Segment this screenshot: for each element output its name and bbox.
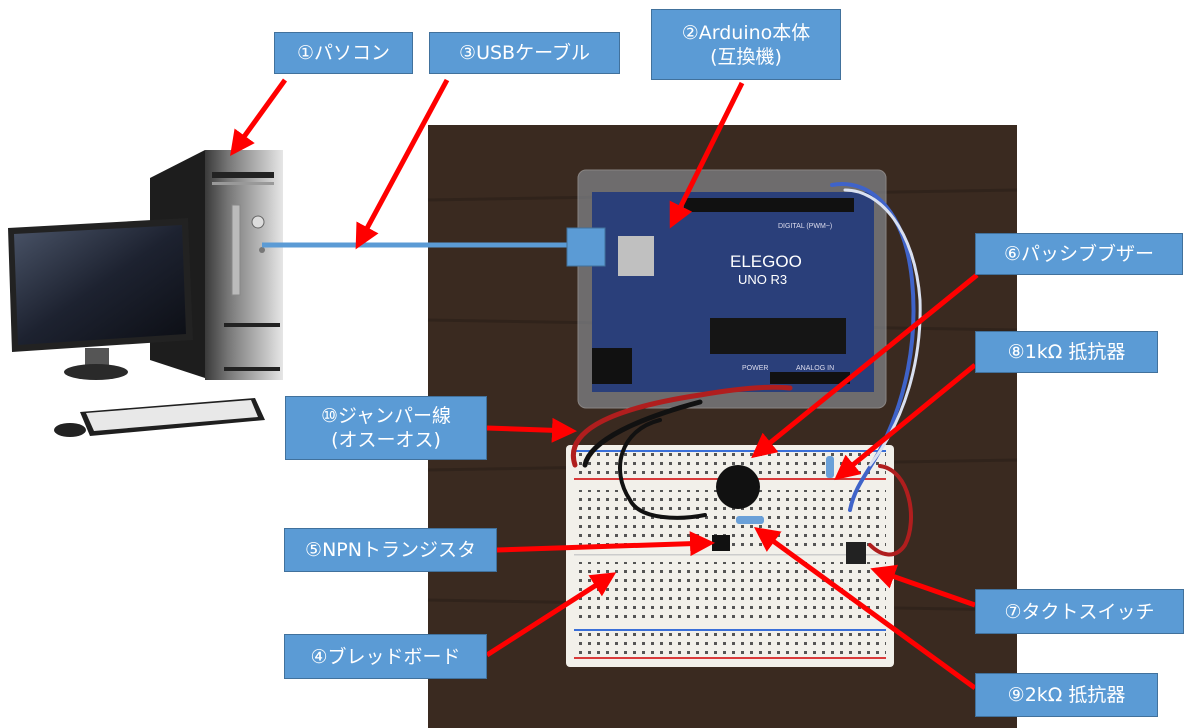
resistor-2k-photo — [736, 516, 764, 524]
keyboard — [54, 398, 265, 437]
board-brand: ELEGOO — [730, 252, 802, 271]
label-pc-text: ①パソコン — [296, 42, 391, 64]
arduino-board-photo: ELEGOO UNO R3 DIGITAL (PWM~) POWER ANALO… — [577, 169, 887, 409]
label-usb-text: ③USBケーブル — [459, 42, 590, 64]
label-arduino-line2: (互換機) — [710, 45, 782, 68]
arrow-resistor-1k — [834, 363, 977, 481]
arrow-resistor-2k — [753, 527, 977, 691]
monitor — [8, 218, 193, 380]
label-jumper-wire: ⑩ジャンパー線 (オスーオス) — [285, 396, 487, 460]
label-breadboard: ④ブレッドボード — [284, 634, 487, 679]
label-tact-switch: ⑦タクトスイッチ — [975, 589, 1184, 634]
board-power-label: POWER — [742, 365, 768, 372]
board-digital-label: DIGITAL (PWM~) — [778, 223, 832, 230]
label-resistor-1k: ⑧1kΩ 抵抗器 — [975, 331, 1158, 373]
label-resistor-2k-text: ⑨2kΩ 抵抗器 — [1007, 684, 1126, 706]
label-resistor-2k: ⑨2kΩ 抵抗器 — [975, 673, 1158, 717]
arrow-usb — [355, 78, 450, 250]
computer-illustration — [8, 150, 283, 437]
label-resistor-1k-text: ⑧1kΩ 抵抗器 — [1007, 341, 1126, 363]
arrow-pc — [230, 78, 288, 157]
label-pc: ①パソコン — [274, 32, 413, 74]
label-arduino: ②Arduino本体 (互換機) — [651, 9, 841, 80]
arrow-buzzer — [751, 273, 979, 459]
callout-arrows — [230, 78, 979, 691]
label-jumper-line1: ⑩ジャンパー線 — [320, 405, 452, 427]
label-usb-cable: ③USBケーブル — [429, 32, 620, 74]
board-model: UNO R3 — [738, 272, 787, 287]
resistor-1k-photo — [826, 456, 834, 478]
label-transistor: ⑤NPNトランジスタ — [284, 528, 497, 572]
label-arduino-line1: ②Arduino本体 — [681, 21, 811, 44]
tact-switch-photo — [846, 542, 866, 564]
jumper-wires — [571, 182, 922, 557]
label-breadboard-text: ④ブレッドボード — [310, 645, 461, 668]
label-transistor-text: ⑤NPNトランジスタ — [305, 539, 476, 561]
label-tact-switch-text: ⑦タクトスイッチ — [1004, 600, 1155, 623]
usb-cable — [262, 227, 606, 267]
board-analog-label: ANALOG IN — [796, 365, 834, 372]
label-jumper-line2: (オスーオス) — [331, 429, 441, 451]
label-buzzer: ⑥パッシブブザー — [975, 233, 1183, 275]
label-buzzer-text: ⑥パッシブブザー — [1003, 243, 1155, 265]
circuit-components — [712, 456, 866, 564]
arrow-breadboard — [485, 572, 617, 658]
transistor-photo — [712, 535, 730, 551]
arrow-jumper — [486, 417, 577, 443]
buzzer-photo — [716, 465, 760, 509]
arrow-transistor — [496, 531, 715, 557]
arrow-arduino — [669, 81, 745, 229]
arrow-tact-switch — [870, 564, 976, 608]
